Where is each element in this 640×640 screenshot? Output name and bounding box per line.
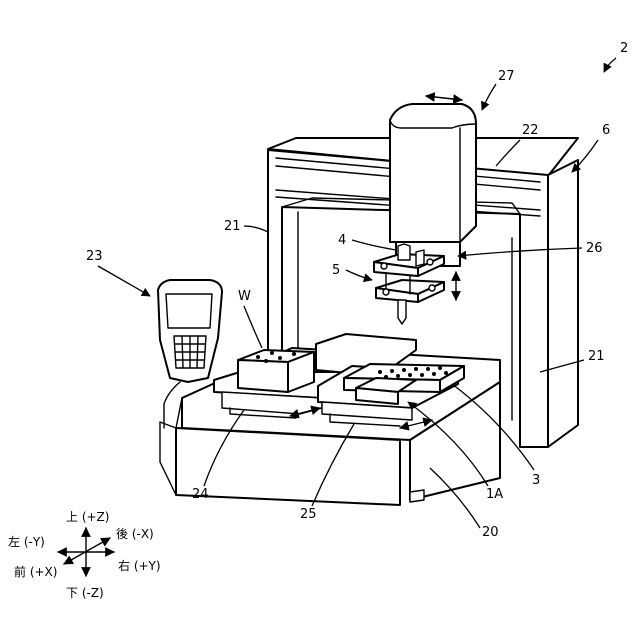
axis-front-label: 前 (+X) <box>14 564 57 579</box>
label-5: 5 <box>332 263 340 278</box>
label-4: 4 <box>338 233 346 248</box>
axis-legend: 上 (+Z) 下 (-Z) 左 (-Y) 右 (+Y) 前 (+X) 後 (-X… <box>8 510 161 600</box>
label-25: 25 <box>300 507 317 522</box>
label-21-left: 21 <box>224 219 241 234</box>
label-w: W <box>238 289 251 304</box>
label-22: 22 <box>522 123 539 138</box>
axis-down-label: 下 (-Z) <box>66 586 104 600</box>
label-23: 23 <box>86 249 103 264</box>
axis-up-label: 上 (+Z) <box>66 510 109 524</box>
axis-back-label: 後 (-X) <box>116 527 154 541</box>
label-2: 2 <box>620 41 628 56</box>
label-1a: 1A <box>486 487 503 502</box>
z-column <box>390 96 476 266</box>
label-6: 6 <box>602 123 610 138</box>
axis-right-label: 右 (+Y) <box>118 558 161 573</box>
axis-left-label: 左 (-Y) <box>8 534 45 549</box>
label-26: 26 <box>586 241 603 256</box>
label-20: 20 <box>482 525 499 540</box>
label-3: 3 <box>532 473 540 488</box>
label-21-right: 21 <box>588 349 605 364</box>
workpiece-w <box>238 350 314 392</box>
label-24: 24 <box>192 487 209 502</box>
label-27: 27 <box>498 69 515 84</box>
tool-head <box>374 244 456 324</box>
